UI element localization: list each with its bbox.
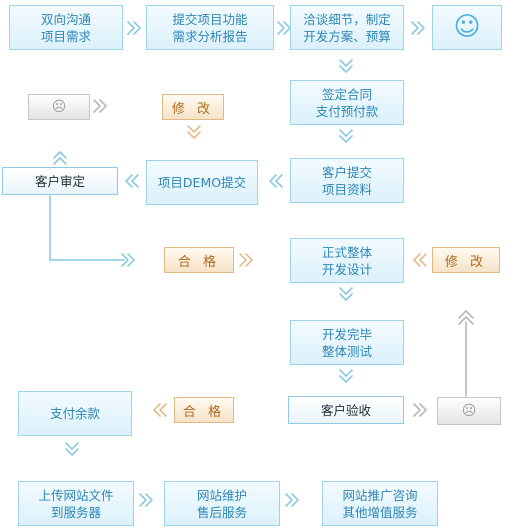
arrow-down-icon [187, 125, 201, 133]
step-plan-budget: 洽谈细节，制定 开发方案、预算 [290, 5, 404, 50]
arrow-left-icon [413, 253, 421, 267]
step-demo-submit: 项目DEMO提交 [146, 160, 258, 205]
arrow-down-icon [339, 375, 353, 383]
connector-line [49, 195, 125, 261]
arrow-right-icon [127, 253, 135, 267]
arrow-right-icon [145, 493, 153, 507]
arrow-right-icon [419, 403, 427, 417]
arrow-right-icon [291, 493, 299, 507]
arrow-left-icon [419, 253, 427, 267]
arrow-left-icon [153, 403, 161, 417]
arrow-right-icon [245, 253, 253, 267]
arrow-down-icon [339, 135, 353, 143]
arrow-right-icon [413, 403, 421, 417]
arrow-right-icon [121, 253, 129, 267]
arrow-right-icon [285, 493, 293, 507]
arrow-left-icon [275, 174, 283, 188]
arrow-right-icon [93, 99, 101, 113]
arrow-right-icon [411, 21, 419, 35]
step-client-materials: 客户提交 项目资料 [290, 158, 404, 203]
arrow-right-icon [127, 21, 135, 35]
arrow-down-icon [339, 287, 353, 295]
arrow-down-icon [65, 448, 79, 456]
arrow-down-icon [339, 65, 353, 73]
arrow-right-icon [239, 253, 247, 267]
step-sign-contract: 签定合同 支付预付款 [290, 80, 404, 125]
step-promotion: 网站推广咨询 其他增值服务 [322, 481, 438, 526]
arrow-left-icon [125, 174, 133, 188]
smile-face-icon: ☺ [432, 5, 502, 50]
arrow-right-icon [133, 21, 141, 35]
arrow-left-icon [269, 174, 277, 188]
step-function-report: 提交项目功能 需求分析报告 [146, 5, 274, 50]
tag-modify-right: 修 改 [432, 247, 500, 273]
arrow-up-icon [53, 151, 67, 159]
step-requirement-communication: 双向沟通 项目需求 [9, 5, 123, 50]
step-pay-balance: 支付余款 [18, 391, 132, 436]
arrow-down-icon [187, 131, 201, 139]
arrow-right-icon [99, 99, 107, 113]
step-client-review: 客户审定 [2, 167, 118, 195]
step-client-acceptance: 客户验收 [288, 396, 404, 424]
tag-approved-1: 合 格 [164, 247, 234, 273]
arrow-down-icon [339, 59, 353, 67]
sad-face-icon: ☹ [28, 94, 90, 120]
step-upload-files: 上传网站文件 到服务器 [18, 481, 134, 526]
arrow-right-icon [139, 493, 147, 507]
tag-approved-2: 合 格 [174, 397, 234, 423]
arrow-up-icon [458, 316, 474, 325]
arrow-right-icon [277, 21, 285, 35]
arrow-up-icon [458, 310, 474, 319]
arrow-down-icon [339, 293, 353, 301]
step-formal-design: 正式整体 开发设计 [290, 238, 404, 283]
step-dev-complete: 开发完毕 整体测试 [290, 320, 404, 365]
arrow-down-icon [339, 129, 353, 137]
sad-face-icon: ☹ [437, 397, 501, 425]
arrow-right-icon [417, 21, 425, 35]
tag-modify-top: 修 改 [162, 94, 224, 120]
arrow-down-icon [65, 442, 79, 450]
arrow-left-icon [159, 403, 167, 417]
arrow-down-icon [339, 369, 353, 377]
step-maintenance: 网站维护 售后服务 [164, 481, 280, 526]
arrow-left-icon [131, 174, 139, 188]
arrow-up-icon [53, 157, 67, 165]
